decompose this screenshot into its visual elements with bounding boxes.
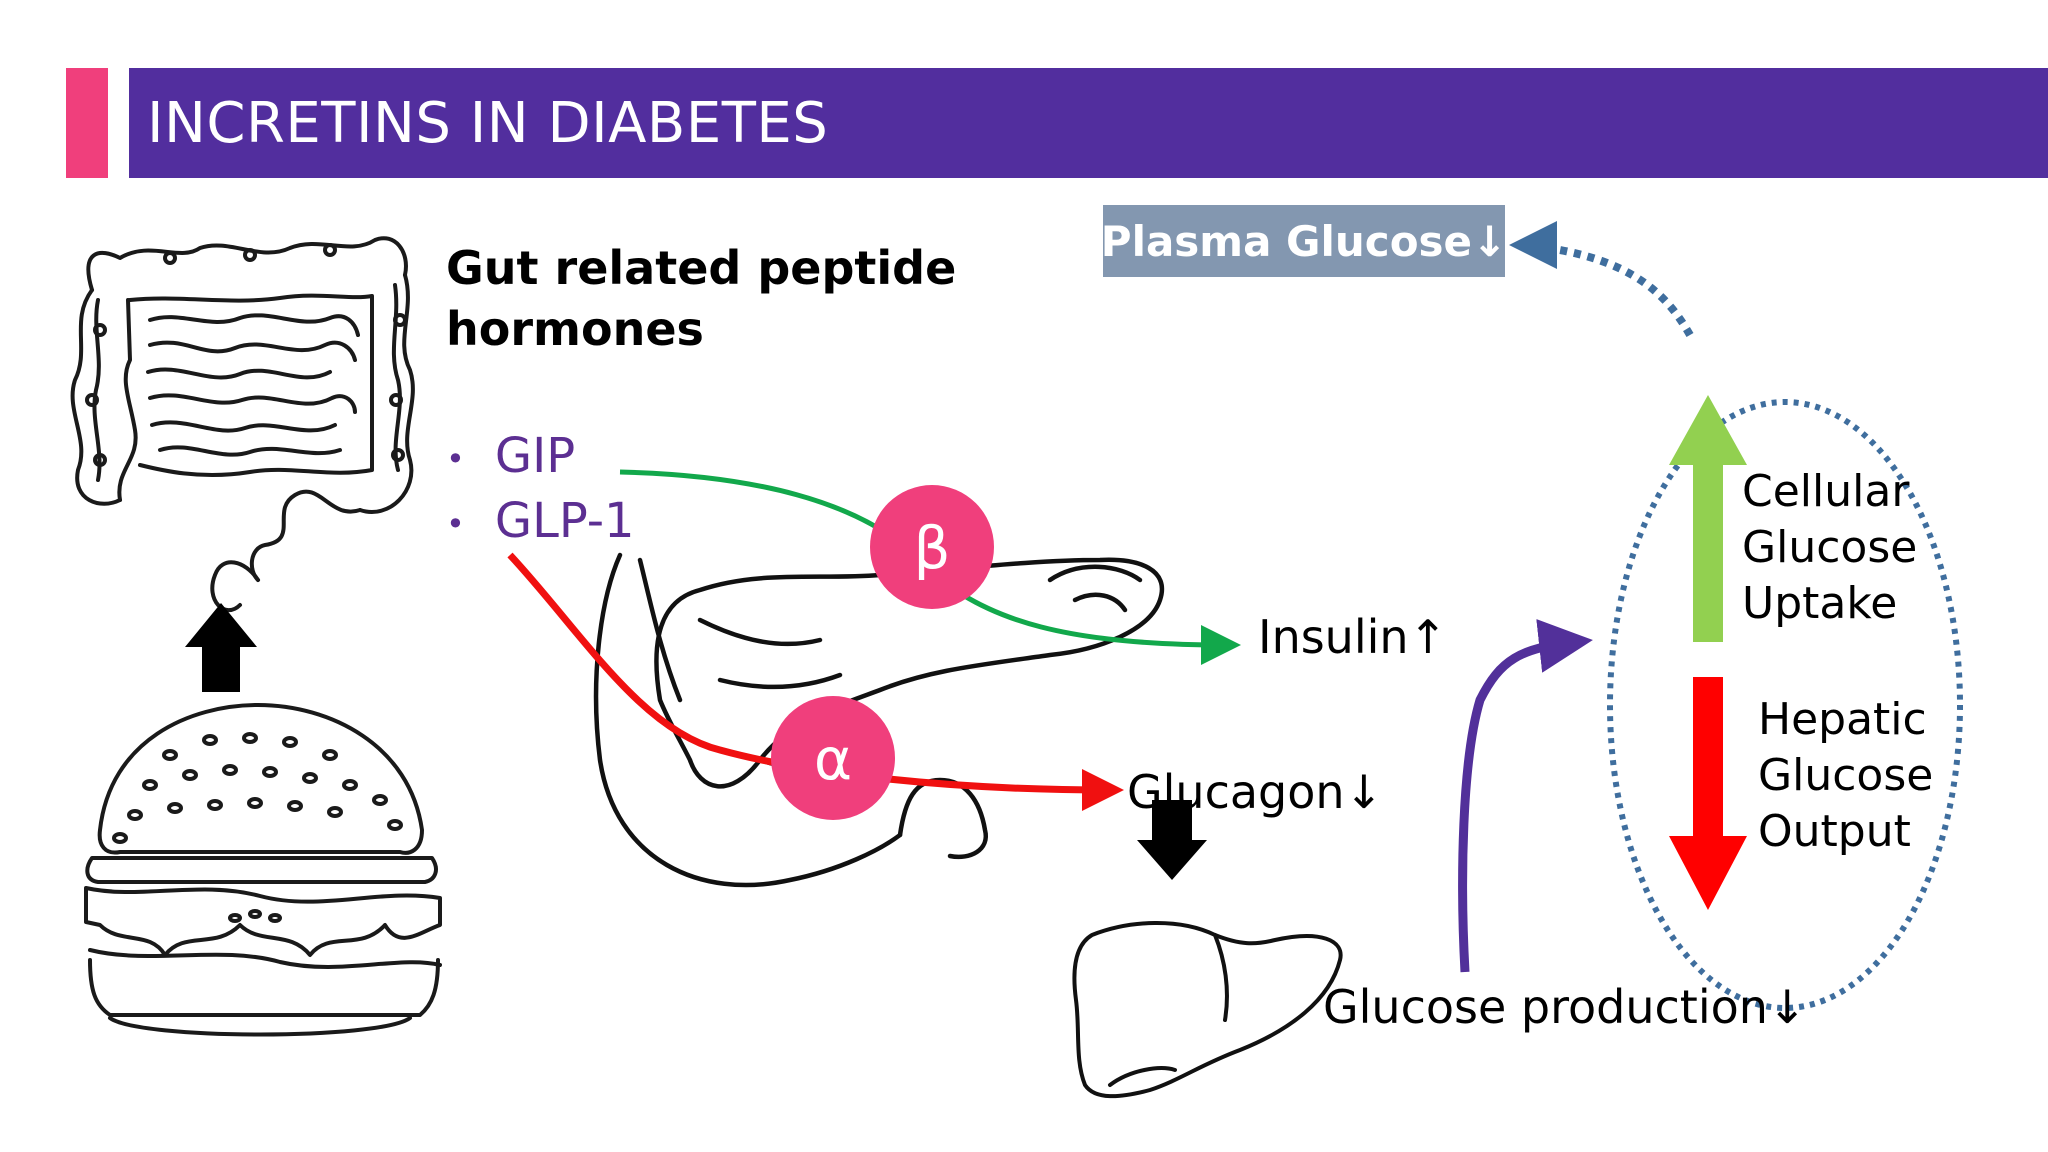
heading: Gut related peptide hormones — [446, 241, 957, 356]
hormone-glp1: • GLP-1 — [446, 490, 635, 555]
hormone-gip: • GIP — [446, 425, 635, 490]
dotted-feedback-arrow — [1509, 221, 1694, 337]
slide-title: INCRETINS IN DIABETES — [147, 90, 829, 156]
glucagon-label: Glucagon↓ — [1127, 765, 1384, 819]
uptake-line-3: Uptake — [1742, 578, 1898, 629]
effects-dotted-ellipse — [1607, 399, 1963, 1011]
glucose-production-arrow — [1458, 619, 1593, 973]
alpha-cell-badge — [771, 696, 895, 820]
plasma-glucose-label: Plasma Glucose↓ — [1100, 216, 1508, 266]
glucose-production-label: Glucose production↓ — [1323, 980, 1807, 1034]
hepatic-output-text: Hepatic Glucose Output — [1758, 692, 1933, 860]
hormone-gip-label: GIP — [494, 428, 576, 484]
liver-icon — [1072, 921, 1343, 1099]
insulin-label: Insulin↑ — [1258, 610, 1448, 664]
title-bar: INCRETINS IN DIABETES — [129, 68, 2048, 178]
pancreas-icon — [593, 552, 1165, 888]
beta-cell-badge — [870, 485, 994, 609]
output-line-2: Glucose — [1758, 750, 1934, 801]
uptake-line-2: Glucose — [1742, 522, 1918, 573]
burger-icon — [84, 703, 442, 1037]
hormone-list: • GIP • GLP-1 — [446, 425, 635, 555]
bullet-dot: • — [446, 440, 465, 478]
plasma-glucose-box: Plasma Glucose↓ — [1100, 205, 1508, 277]
glp1-pathway-line — [507, 552, 1124, 811]
up-arrow-black — [185, 603, 257, 692]
output-line-1: Hepatic — [1758, 694, 1927, 745]
uptake-line-1: Cellular — [1742, 466, 1910, 517]
intestine-icon — [70, 236, 415, 613]
beta-cell-label: β — [913, 514, 950, 582]
output-line-3: Output — [1758, 806, 1911, 857]
cellular-uptake-text: Cellular Glucose Uptake — [1742, 464, 1917, 632]
down-arrow-black — [1137, 800, 1207, 880]
bullet-dot: • — [446, 505, 465, 543]
output-down-arrow — [1669, 677, 1747, 910]
uptake-up-arrow — [1669, 395, 1747, 642]
title-accent — [66, 68, 108, 178]
alpha-cell-label: α — [814, 725, 852, 793]
hormone-glp1-label: GLP-1 — [494, 493, 635, 549]
